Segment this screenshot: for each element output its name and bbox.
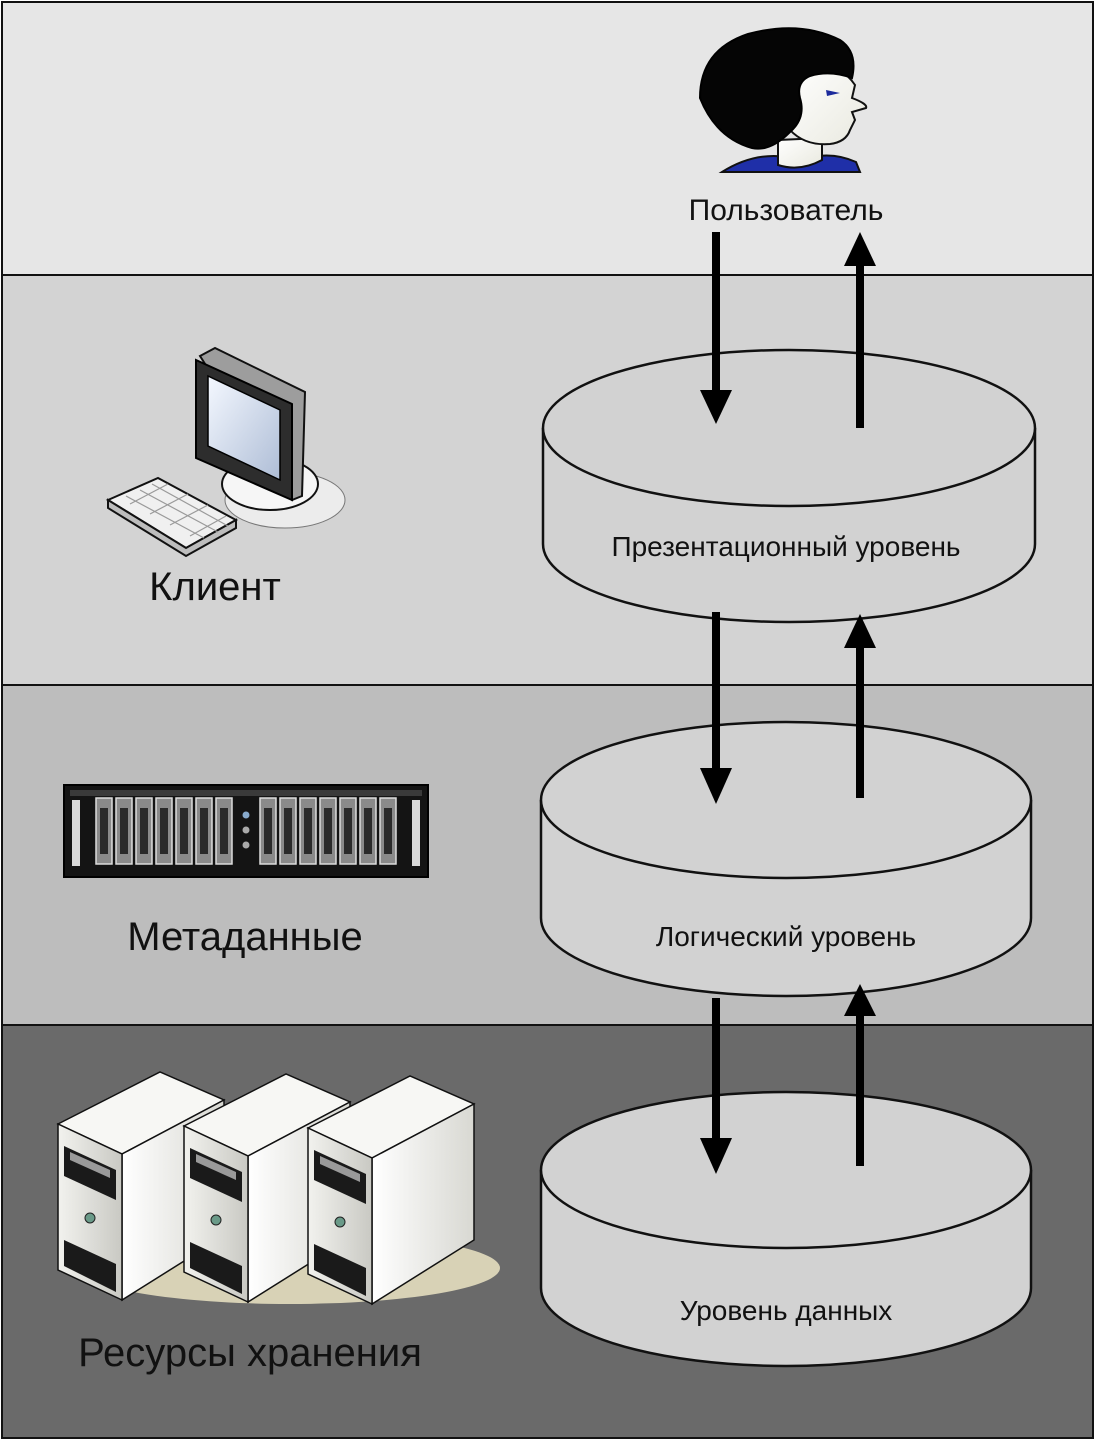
logic-layer-label: Логический уровень [656, 921, 916, 952]
arrow-up-logic-to-presentation [844, 614, 876, 798]
data-layer-cylinder [539, 1090, 1033, 1368]
band-user [1, 1, 1094, 276]
arrow-down-presentation-to-logic [700, 612, 732, 804]
logic-layer-cylinder [539, 720, 1033, 998]
user-head-icon [698, 27, 868, 173]
data-layer-label: Уровень данных [680, 1295, 893, 1326]
metadata-label: Метаданные [127, 915, 363, 959]
arrow-down-user-to-presentation [700, 232, 732, 424]
tower-server-3 [306, 1075, 476, 1306]
client-label: Клиент [149, 565, 281, 609]
user-label: Пользователь [689, 194, 884, 227]
storage-label: Ресурсы хранения [78, 1331, 422, 1375]
arrow-down-logic-to-data [700, 998, 732, 1174]
arrow-up-data-to-logic [844, 984, 876, 1166]
tower-servers-icon [56, 1071, 500, 1306]
desktop-computer-icon [105, 346, 346, 558]
arrows [700, 232, 876, 1174]
rack-server-icon [63, 784, 429, 878]
presentation-layer-cylinder [541, 348, 1037, 624]
presentation-layer-label: Презентационный уровень [611, 531, 960, 562]
arrow-up-presentation-to-user [844, 232, 876, 428]
